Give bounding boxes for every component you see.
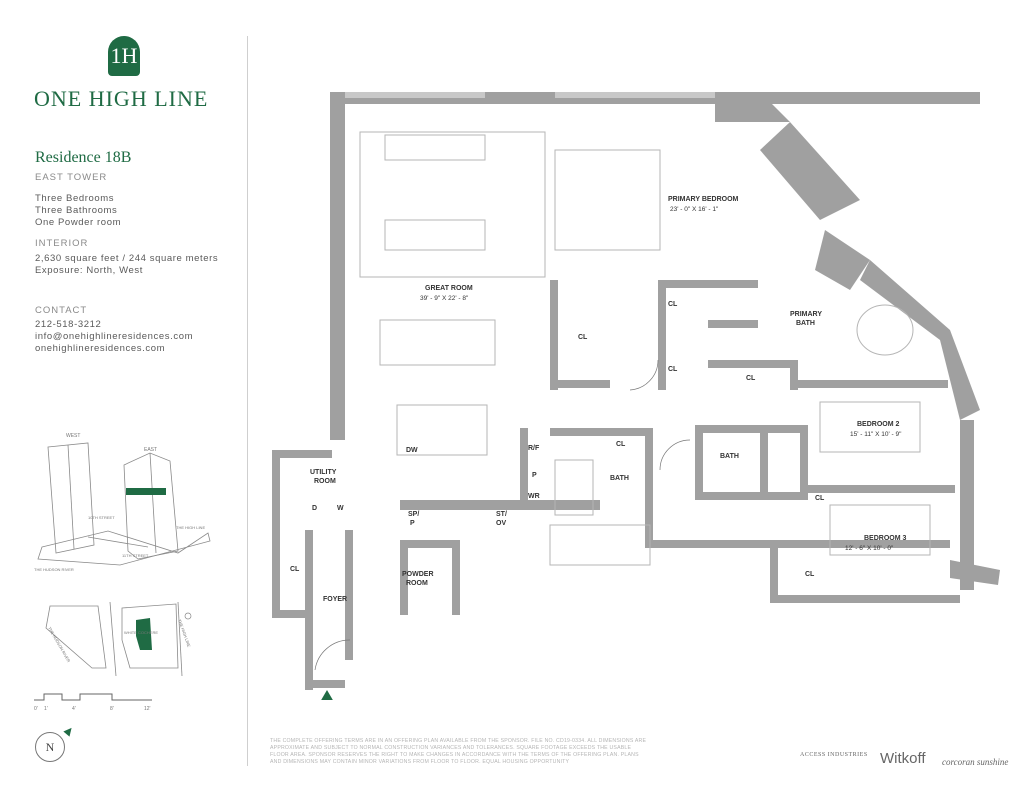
room-powder-1: POWDER <box>402 571 434 578</box>
room-st: ST/ <box>496 511 507 518</box>
room-bedroom3: BEDROOM 3 <box>864 535 907 542</box>
info-sidebar: 1H ONE HIGH LINE Residence 18B EAST TOWE… <box>0 0 248 800</box>
room-count-bathrooms: Three Bathrooms <box>35 205 118 216</box>
room-p: P <box>532 472 537 479</box>
keyplan-hudson: THE HUDSON RIVER <box>34 567 74 572</box>
room-foyer: FOYER <box>323 596 347 603</box>
room-cl-3: CL <box>668 366 678 373</box>
keyplan-west: WEST <box>66 433 80 439</box>
room-bedroom3-dim: 12' - 6" X 10' - 0" <box>845 545 894 552</box>
compass-north-icon: N <box>35 732 65 762</box>
contact-email[interactable]: info@onehighlineresidences.com <box>35 331 194 342</box>
room-bedroom2-dim: 15' - 11" X 10' - 9" <box>850 431 902 438</box>
room-sp: SP/ <box>408 511 419 518</box>
room-primary-bath-2: BATH <box>796 320 815 327</box>
room-utility-1: UTILITY <box>310 469 337 476</box>
keyplan-11th: 11TH STREET <box>122 553 149 558</box>
room-primary-bedroom-dim: 23' - 0" X 16' - 1" <box>670 206 719 213</box>
tower-label: EAST TOWER <box>35 172 108 183</box>
room-great-room-dim: 39' - 9" X 22' - 8" <box>420 295 469 302</box>
scale-tick-3: 8' <box>110 706 114 712</box>
entry-arrow-icon <box>321 690 333 700</box>
room-washer: W <box>337 505 344 512</box>
room-bath-1: BATH <box>720 453 739 460</box>
room-cl-5: CL <box>616 441 626 448</box>
contact-phone[interactable]: 212-518-3212 <box>35 319 102 330</box>
residence-title: Residence 18B <box>35 149 132 166</box>
room-bath-2: BATH <box>610 475 629 482</box>
floor-plan: GREAT ROOM 39' - 9" X 22' - 8" PRIMARY B… <box>272 92 1000 700</box>
room-cl-7: CL <box>805 571 815 578</box>
room-utility-2: ROOM <box>314 478 336 485</box>
exposure: Exposure: North, West <box>35 265 143 276</box>
room-bedroom2: BEDROOM 2 <box>857 421 900 428</box>
room-cl-6: CL <box>815 495 825 502</box>
room-powder-2: ROOM <box>406 580 428 587</box>
brand-name: ONE HIGH LINE <box>34 86 209 111</box>
scale-tick-4: 12' <box>144 706 151 712</box>
contact-label: CONTACT <box>35 305 88 316</box>
tower-key-plan: WEST EAST 10TH STREET THE HIGH LINE THE … <box>34 433 211 572</box>
keyplan-east: EAST <box>144 447 157 453</box>
scale-tick-0: 0' <box>34 706 38 712</box>
room-dw: DW <box>406 447 418 454</box>
room-cl-2: CL <box>668 301 678 308</box>
interior-label: INTERIOR <box>35 238 89 249</box>
site-river: THE HUDSON RIVER <box>47 626 71 663</box>
compass-arrow-icon <box>63 725 75 737</box>
divider <box>247 36 248 766</box>
scale-tick-1: 1' <box>44 706 48 712</box>
keyplan-highline: THE HIGH LINE <box>176 525 205 530</box>
room-count-powder: One Powder room <box>35 217 122 228</box>
room-st-2: OV <box>496 520 506 527</box>
room-great-room: GREAT ROOM <box>425 285 473 292</box>
room-wr: WR <box>528 493 540 500</box>
site-highline: THE HIGH LINE <box>177 619 192 648</box>
room-sp-2: P <box>410 520 415 527</box>
contact-website[interactable]: onehighlineresidences.com <box>35 343 166 354</box>
room-primary-bath-1: PRIMARY <box>790 311 822 318</box>
scale-tick-2: 4' <box>72 706 76 712</box>
keyplan-10th: 10TH STREET <box>88 515 115 520</box>
room-cl-1: CL <box>578 334 588 341</box>
developer-access: ACCESS INDUSTRIES <box>800 752 868 758</box>
developer-witkoff: Witkoff <box>880 750 926 767</box>
room-count-bedrooms: Three Bedrooms <box>35 193 115 204</box>
room-cl-4: CL <box>746 375 756 382</box>
legal-disclaimer: THE COMPLETE OFFERING TERMS ARE IN AN OF… <box>270 738 647 765</box>
room-primary-bedroom: PRIMARY BEDROOM <box>668 196 739 203</box>
site-plan: THE HUDSON RIVER WHITE COCHERE THE HIGH … <box>45 601 192 677</box>
room-rf: R/F <box>528 445 540 452</box>
room-cl-foyer: CL <box>290 566 300 573</box>
developer-corcoran: corcoran sunshine <box>942 757 1009 767</box>
site-porte: WHITE COCHERE <box>124 630 158 635</box>
scale-bar: 0' 1' 4' 8' 12' <box>34 693 152 712</box>
room-dryer: D <box>312 505 317 512</box>
interior-area: 2,630 square feet / 244 square meters <box>35 253 219 264</box>
brand-logo-icon: 1H <box>108 36 140 76</box>
